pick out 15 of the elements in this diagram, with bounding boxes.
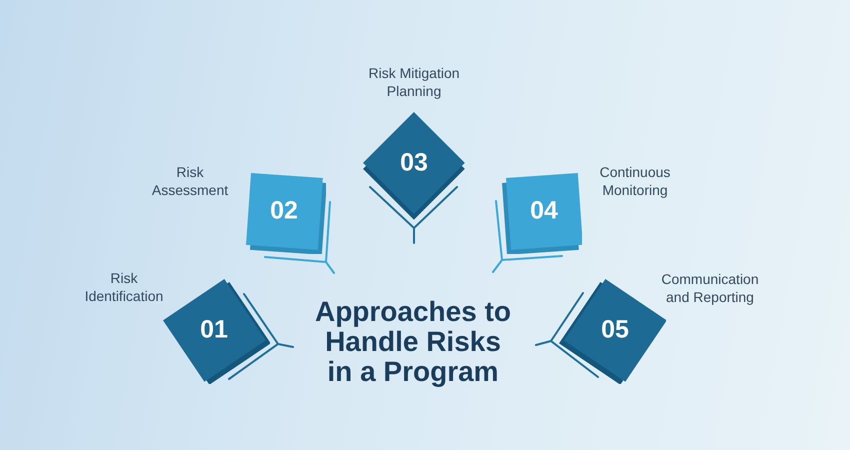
step-number: 02 [270, 198, 298, 224]
step-tile [502, 172, 582, 254]
step-caption: Risk Assessment [150, 163, 230, 199]
step-number: 05 [601, 317, 629, 342]
step-number: 04 [530, 198, 558, 224]
diagram-title: Approaches to Handle Risks in a Program [314, 297, 512, 387]
step-tile [363, 112, 465, 220]
step-number: 01 [200, 317, 228, 342]
step-caption: Continuous Monitoring [598, 163, 672, 199]
step-tile [246, 172, 326, 254]
step-caption: Communication and Reporting [660, 270, 760, 306]
step-number: 03 [400, 150, 428, 176]
step-caption: Risk Mitigation Planning [367, 64, 461, 100]
step-caption: Risk Identification [84, 269, 164, 305]
step-tile [162, 278, 270, 384]
